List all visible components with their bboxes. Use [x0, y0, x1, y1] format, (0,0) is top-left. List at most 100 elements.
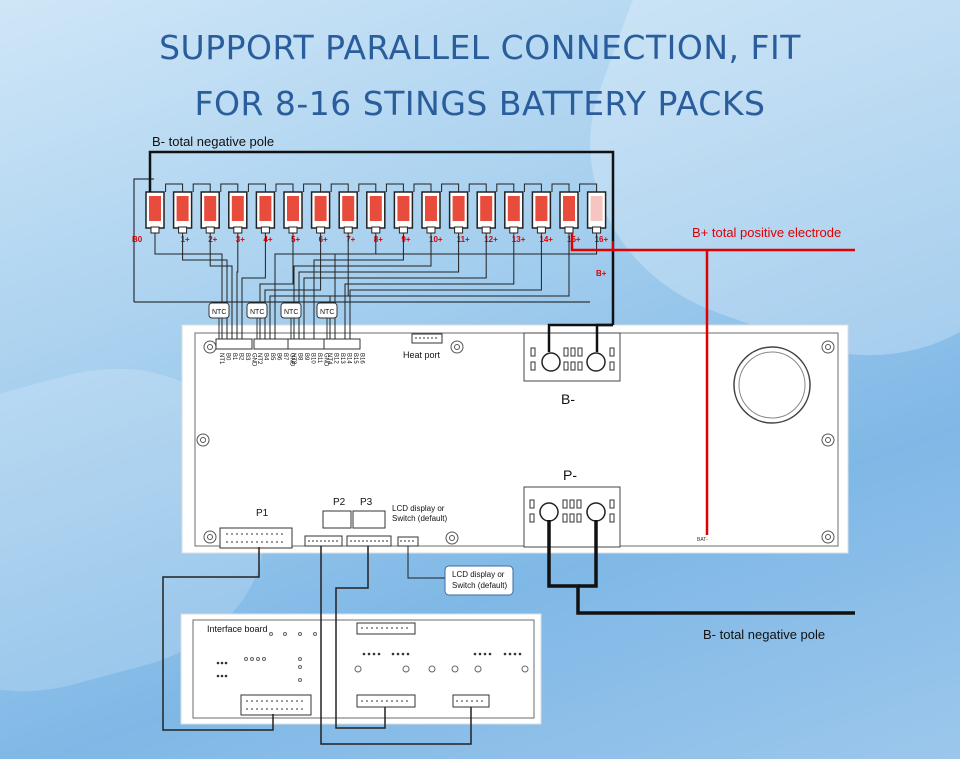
pin-label: NT2 — [256, 353, 262, 365]
cell-label: 16+ — [595, 235, 609, 244]
ntc-label: NTC — [284, 309, 298, 316]
ntc-sensor: NTC — [246, 302, 268, 339]
sense-wire — [298, 233, 460, 339]
heading-line-1: SUPPORT PARALLEL CONNECTION, FIT — [159, 28, 801, 67]
b-plus-small-label: B+ — [596, 269, 607, 278]
p1-cable — [162, 547, 274, 731]
round-component — [733, 346, 811, 424]
cell-label: 4+ — [263, 235, 272, 244]
ntc-sensor: NTC — [280, 302, 302, 339]
lcd-callout-box — [444, 565, 514, 596]
lcd-board-label-2: Switch (default) — [392, 514, 447, 523]
pin-label: NT4 — [326, 353, 332, 365]
sense-wire — [154, 233, 223, 339]
battery-cell: 3+ — [220, 183, 248, 244]
sense-wire — [303, 233, 487, 339]
cell-sense-connectors — [215, 338, 361, 350]
pin-label: B4 — [263, 353, 269, 361]
lcd-callout-line — [407, 546, 445, 579]
battery-cell: 12+ — [468, 183, 498, 244]
battery-cell: 1+ — [165, 183, 193, 244]
battery-cell: 9+ — [385, 183, 414, 244]
b-minus-bottom-label: B- total negative pole — [703, 627, 825, 642]
battery-cell: 14+ — [523, 183, 553, 244]
b-minus-top-wire — [148, 150, 615, 325]
cell-label: 12+ — [484, 235, 498, 244]
lcd-callout-label-1: LCD display or — [452, 570, 505, 579]
interface-board-label: Interface board — [207, 624, 268, 634]
cell-label: 11+ — [457, 235, 470, 244]
b-minus-link-left — [547, 323, 613, 352]
p2-label: P2 — [333, 497, 346, 508]
b-minus-terminal-block — [523, 332, 621, 382]
p2-socket — [322, 510, 352, 529]
battery-cells: B0 1+ 2+3+ 4+ 5+ 6+ 7+ 8+9+ 10+ 11+ 12+13+ 14+ 15+ 16… — [132, 183, 609, 244]
p3-connector — [346, 535, 392, 547]
cell-label: 2+ — [208, 235, 217, 244]
p-minus-terminal-block — [523, 486, 621, 548]
cell-label: 10+ — [429, 235, 443, 244]
pin-label: NT1 — [218, 353, 224, 365]
pin-label: B1 — [231, 353, 237, 361]
cell-label: 5+ — [291, 235, 300, 244]
b-minus-terminal-label: B- — [561, 391, 575, 407]
cell-label: 6+ — [319, 235, 328, 244]
sense-wire — [241, 233, 266, 339]
p2-cable — [320, 546, 472, 745]
b-plus-electrode-label: B+ total positive electrode — [692, 225, 841, 240]
pin-label: B0 — [225, 353, 231, 361]
b-minus-link-right — [595, 323, 613, 352]
pin-label: NT3 — [290, 353, 296, 365]
sense-wire — [334, 233, 598, 339]
b-minus-bottom-link — [578, 520, 598, 588]
pin-label: B3 — [244, 353, 250, 361]
mounting-holes — [196, 340, 835, 545]
b-minus-top-label: B- total negative pole — [152, 134, 274, 149]
pin-label: B2 — [238, 353, 244, 361]
battery-cell: 8+ — [358, 183, 386, 244]
sense-wire — [313, 233, 404, 339]
cell-label: 1+ — [181, 235, 190, 244]
pin-label: B16 — [359, 353, 365, 364]
battery-cell: 4+ — [247, 183, 276, 244]
p3-socket — [352, 510, 386, 529]
sense-wire — [236, 233, 239, 339]
pin-label: B8 — [297, 353, 303, 361]
ntc-sensor: NTC — [208, 302, 230, 339]
ntc-sensors: NTC NTC NTC NTC — [208, 302, 338, 339]
cell-label: 15+ — [567, 235, 581, 244]
sense-wire — [182, 233, 228, 339]
cell-label: 7+ — [346, 235, 355, 244]
cell-bracket — [133, 178, 154, 302]
lcd-board-label-1: LCD display or — [392, 504, 445, 513]
pin-label: GND — [323, 353, 329, 367]
pin-label: B14 — [346, 353, 352, 364]
sense-wire — [293, 233, 432, 339]
sense-wires — [154, 233, 598, 339]
battery-cell: 7+ — [330, 183, 358, 244]
pin-label: B12 — [333, 353, 339, 364]
sense-wire — [349, 233, 542, 339]
pin-label: B11 — [316, 353, 322, 364]
interface-components — [244, 632, 529, 682]
pin-label: B10 — [310, 353, 316, 364]
battery-cell: 16+ — [579, 183, 609, 244]
ntc-label: NTC — [250, 309, 264, 316]
cell-label: B0 — [132, 235, 143, 244]
interface-board-outline — [192, 619, 535, 719]
p3-cable — [335, 546, 386, 729]
battery-cell: 10+ — [413, 183, 443, 244]
sense-wire — [329, 233, 570, 339]
sense-wire — [269, 233, 349, 339]
battery-cell: 6+ — [303, 183, 331, 244]
battery-cell: 13+ — [496, 183, 526, 244]
battery-cell: 15+ — [551, 183, 581, 244]
cell-label: 14+ — [539, 235, 553, 244]
pin-label: B7 — [282, 353, 288, 361]
p1-connector — [219, 527, 293, 549]
battery-cell: 11+ — [441, 183, 470, 244]
p2-connector — [304, 535, 343, 547]
ntc-sensor: NTC — [316, 302, 338, 339]
cell-label: 8+ — [374, 235, 383, 244]
